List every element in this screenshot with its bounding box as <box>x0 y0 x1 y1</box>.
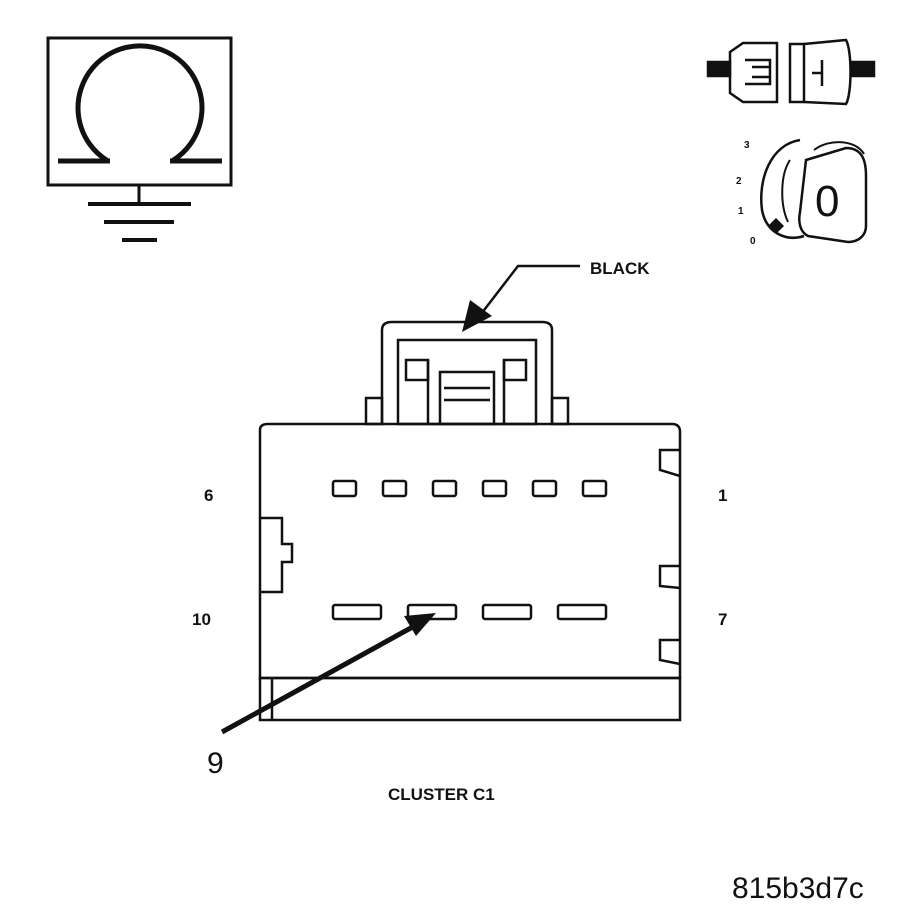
ohmmeter-ground-icon <box>46 36 233 242</box>
ignition-key-off-icon: 3 2 1 0 0 <box>736 138 868 247</box>
connector-c1 <box>258 320 682 722</box>
pin-callout-label: 9 <box>207 747 224 780</box>
ignition-key-label: 0 <box>815 177 839 226</box>
figure-code: 815b3d7c <box>732 872 864 905</box>
pin-callout-arrow <box>220 613 436 735</box>
ignition-pos-1: 1 <box>738 206 744 217</box>
pin-label-bottom-right: 7 <box>718 610 727 629</box>
pin-label-top-right: 1 <box>718 486 727 505</box>
pin-label-top-left: 6 <box>204 486 213 505</box>
ignition-pos-0: 0 <box>750 236 756 247</box>
pin-label-bottom-left: 10 <box>192 610 211 629</box>
connector-caption: CLUSTER C1 <box>388 785 495 804</box>
wire-color-callout: BLACK <box>462 259 650 332</box>
wire-color-label: BLACK <box>590 259 650 278</box>
disconnected-connector-icon <box>706 38 876 106</box>
ignition-pos-2: 2 <box>736 176 742 187</box>
ignition-pos-3: 3 <box>744 140 750 151</box>
